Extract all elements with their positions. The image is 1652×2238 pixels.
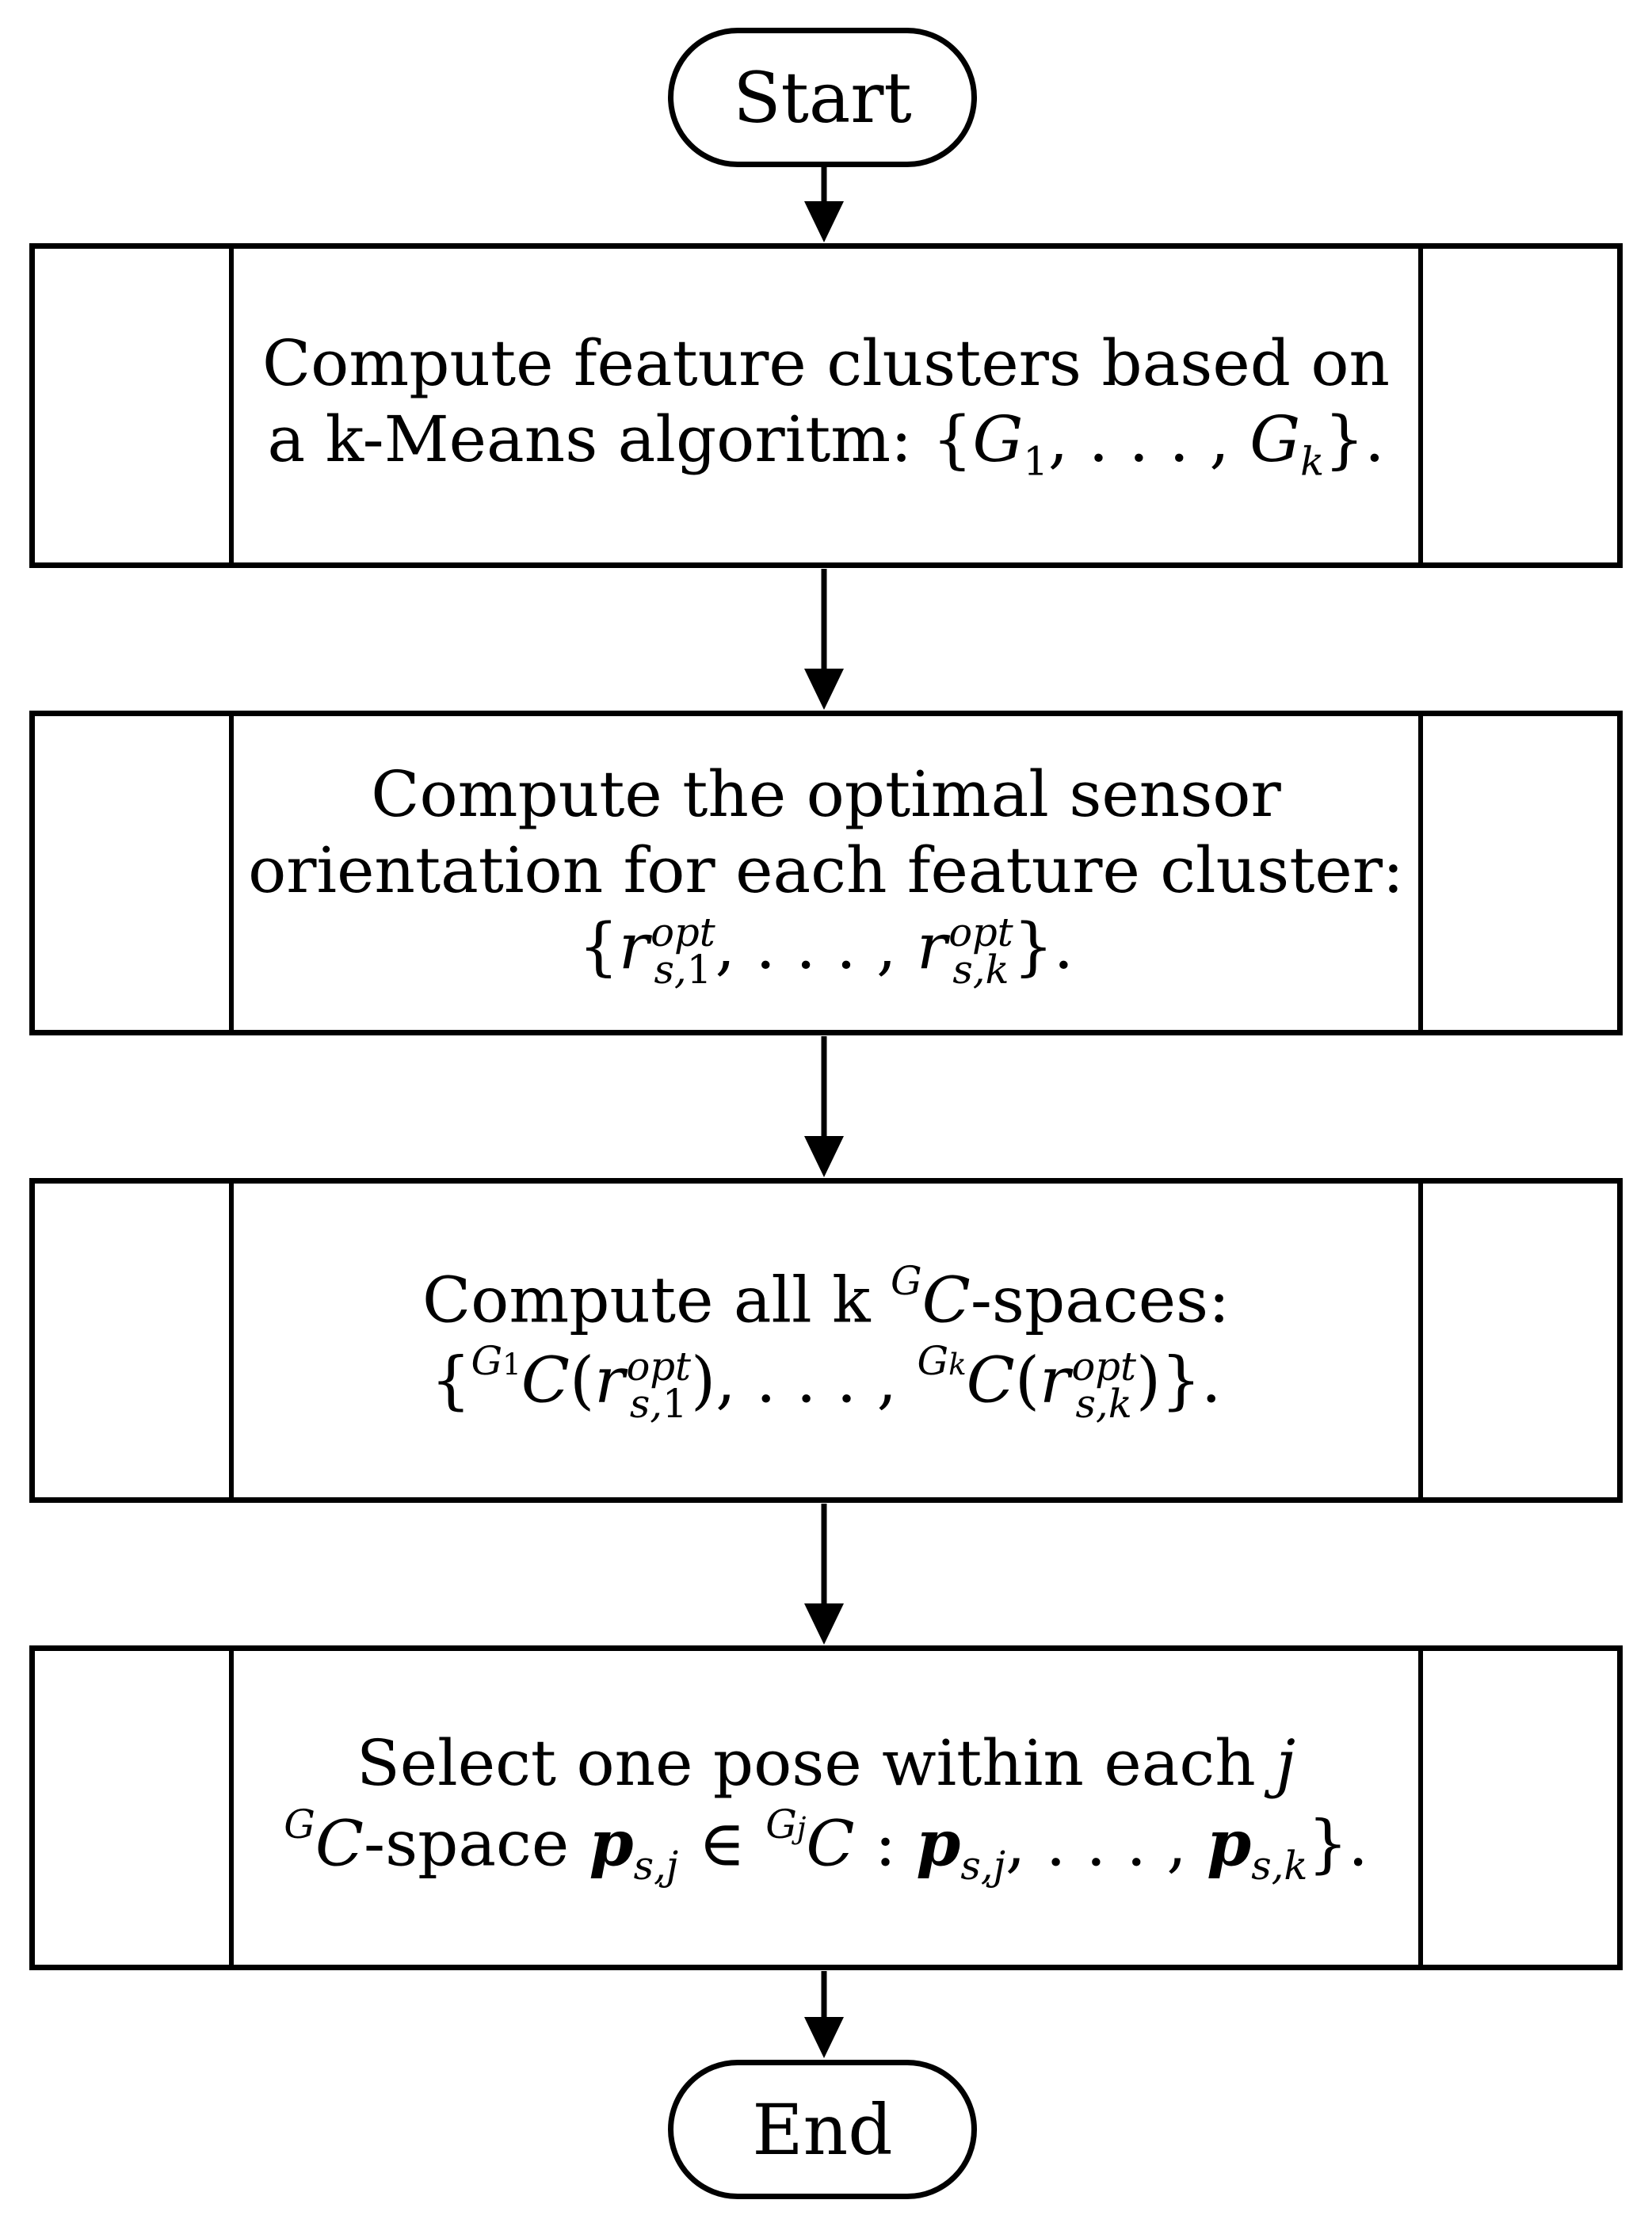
- arrowhead-step2: [804, 669, 844, 710]
- process-right-bar: [1418, 716, 1423, 1030]
- arrowhead-end: [804, 2017, 844, 2058]
- process-step-4-text: Select one pose within each j GC-space p…: [237, 1651, 1415, 1965]
- process-left-bar: [229, 1184, 234, 1497]
- arrowhead-step3: [804, 1136, 844, 1177]
- process-left-bar: [229, 716, 234, 1030]
- step4-line2: GC-space ps,j ∈ GjC : ps,j, . . . , ps,k…: [284, 1801, 1368, 1889]
- process-step-1: Compute feature clusters based on a k-Me…: [29, 243, 1623, 568]
- end-terminal: End: [668, 2060, 977, 2199]
- arrowhead-step4: [804, 1603, 844, 1645]
- process-step-2-text: Compute the optimal sensor orientation f…: [237, 716, 1415, 1030]
- process-right-bar: [1418, 1184, 1423, 1497]
- process-right-bar: [1418, 249, 1423, 562]
- step3-line1: Compute all k GC-spaces:: [422, 1257, 1230, 1337]
- step2-line2: orientation for each feature cluster:: [248, 833, 1404, 908]
- step1-line1: Compute feature clusters based on: [261, 326, 1391, 401]
- step4-line1: Select one pose within each j: [356, 1726, 1295, 1801]
- step2-line1: Compute the optimal sensor: [371, 757, 1281, 832]
- process-left-bar: [229, 249, 234, 562]
- step1-line2: a k-Means algoritm: {G1, . . . , Gk}.: [267, 402, 1385, 485]
- process-step-4: Select one pose within each j GC-space p…: [29, 1645, 1623, 1970]
- start-terminal: Start: [668, 28, 977, 167]
- process-step-2: Compute the optimal sensor orientation f…: [29, 711, 1623, 1035]
- process-left-bar: [229, 1651, 234, 1965]
- process-right-bar: [1418, 1651, 1423, 1965]
- arrowhead-step1: [804, 201, 844, 242]
- process-step-1-text: Compute feature clusters based on a k-Me…: [237, 249, 1415, 562]
- end-label: End: [752, 2088, 893, 2171]
- start-label: Start: [733, 56, 912, 139]
